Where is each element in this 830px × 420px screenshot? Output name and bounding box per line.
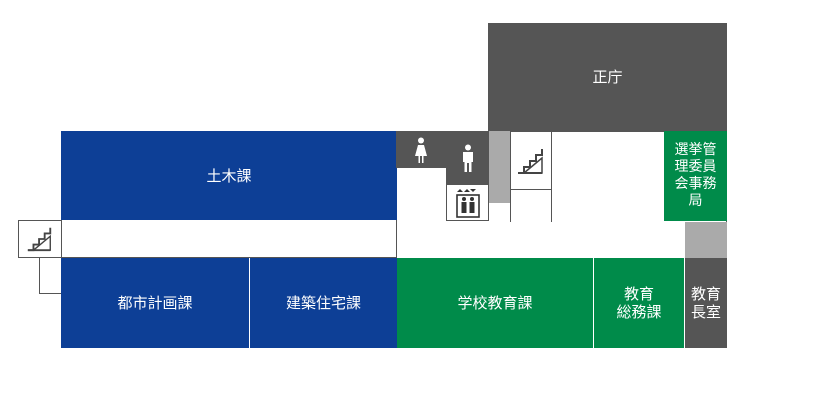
room-urban-planning[interactable]: 都市計画課 [61, 258, 249, 348]
room-building-housing-label: 建築住宅課 [285, 294, 361, 312]
man-icon [462, 144, 473, 172]
room-civil-engineering-label: 土木課 [206, 166, 252, 185]
wall-top-east [551, 131, 664, 132]
separator-urban-building [249, 258, 250, 348]
room-main-hall-label: 正庁 [592, 68, 623, 86]
service-shaft-south [685, 222, 727, 258]
room-civil-engineering[interactable]: 土木課 [61, 131, 397, 220]
womens-restroom[interactable] [396, 131, 446, 168]
mens-restroom[interactable] [446, 131, 489, 185]
elevator[interactable] [446, 184, 489, 221]
room-school-education-label: 学校教育課 [457, 294, 533, 312]
room-election-committee[interactable]: 選挙管 理委員 会事務 局 [664, 131, 727, 221]
stairs-connector-vertical [39, 257, 40, 294]
room-urban-planning-label: 都市計画課 [117, 294, 193, 312]
separator-general-superintendent [684, 258, 685, 348]
stairs-icon [518, 148, 543, 174]
room-superintendent-office[interactable]: 教育 長室 [685, 258, 727, 348]
room-superintendent-office-label: 教育 長室 [690, 285, 721, 321]
stairs-connector-horizontal [39, 293, 62, 294]
stairs-east[interactable] [510, 131, 552, 190]
room-school-education[interactable]: 学校教育課 [397, 258, 593, 348]
room-education-general-affairs-label: 教育 総務課 [616, 285, 662, 321]
wall-corridor-bottom-left [61, 257, 397, 258]
room-building-housing[interactable]: 建築住宅課 [250, 258, 397, 348]
room-main-hall[interactable]: 正庁 [488, 23, 727, 131]
service-shaft-north [489, 131, 510, 203]
separator-school-general [593, 258, 594, 348]
room-election-committee-label: 選挙管 理委員 会事務 局 [674, 142, 717, 209]
wall-partition-1 [510, 190, 511, 222]
room-education-general-affairs[interactable]: 教育 総務課 [594, 258, 684, 348]
elevator-icon [455, 188, 480, 218]
stairs-west[interactable] [18, 220, 62, 258]
woman-icon [415, 137, 427, 163]
stairs-icon [27, 227, 52, 252]
